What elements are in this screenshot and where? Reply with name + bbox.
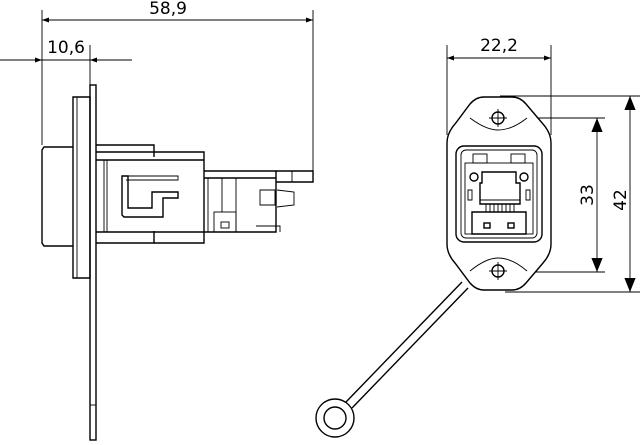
side-view: 58,9 10,6 [0, 0, 314, 441]
front-view: 22,2 42 33 [315, 36, 640, 438]
dimension-label-flange-depth: 10,6 [47, 38, 85, 58]
dimension-overall-length: 58,9 [41, 0, 314, 182]
dimension-flange-depth: 10,6 [0, 38, 132, 85]
dimension-label-overall-length: 58,9 [149, 0, 187, 19]
mounting-hole-bottom [489, 262, 507, 280]
mounting-hole-top [489, 109, 507, 127]
dimension-label-overall-height: 42 [611, 189, 631, 211]
dust-cap-lanyard [315, 281, 469, 438]
connector-side-outline [41, 84, 314, 441]
connector-front-outline [446, 96, 552, 291]
dimension-label-hole-spacing: 33 [578, 184, 598, 206]
dimension-label-width: 22,2 [480, 36, 518, 56]
dimension-overall-height: 42 [500, 95, 640, 293]
dimension-width: 22,2 [446, 36, 552, 135]
